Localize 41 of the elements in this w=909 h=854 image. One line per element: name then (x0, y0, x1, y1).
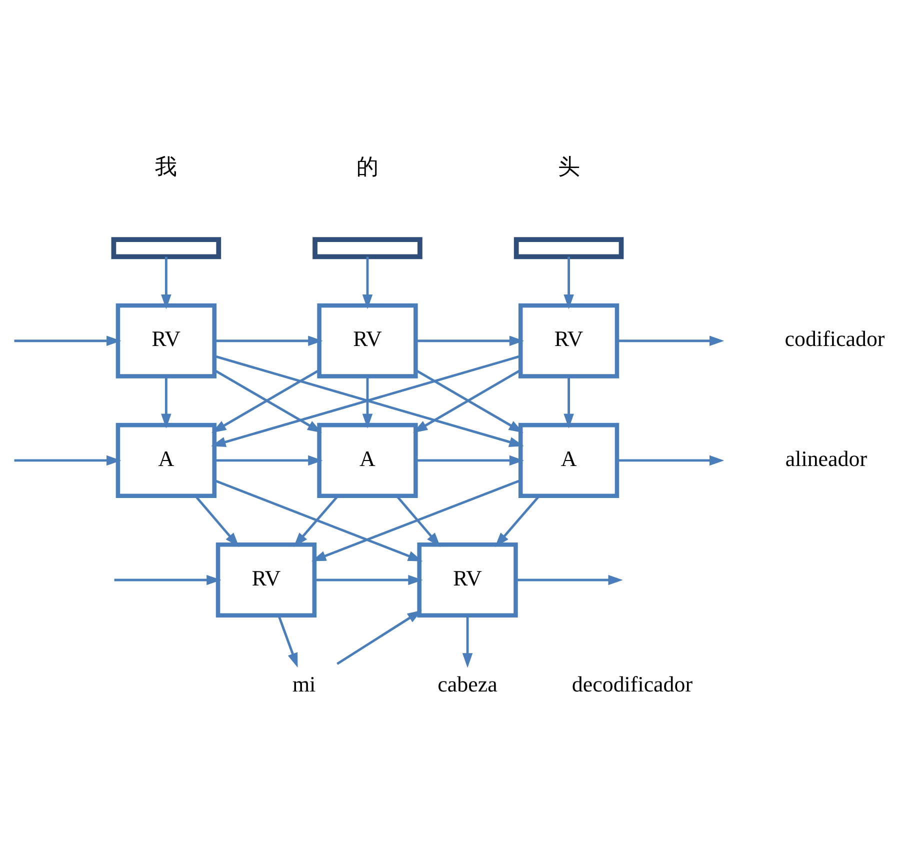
node-label: 我 (155, 154, 178, 179)
node-label: 头 (558, 154, 580, 179)
arrow (362, 376, 373, 428)
arrow (114, 574, 222, 585)
arrow (416, 454, 524, 466)
label: codificador (784, 326, 885, 351)
arrow (462, 615, 473, 668)
label: alineador (785, 445, 868, 470)
arrow (14, 335, 122, 346)
arrow (161, 376, 172, 428)
arrow (336, 610, 422, 664)
arrow (362, 256, 373, 309)
node-box: A (317, 422, 418, 498)
node-box: A (116, 422, 216, 498)
node-text: mi (292, 671, 316, 696)
arrow (416, 335, 524, 346)
node-box: RV (216, 542, 317, 618)
node-box: RV (417, 542, 518, 618)
node-bar (111, 236, 222, 259)
arrow (617, 454, 724, 466)
arrow (14, 454, 122, 466)
arrow (278, 614, 298, 668)
arrow (617, 335, 724, 346)
node-text: cabeza (438, 671, 498, 696)
node-box: RV (317, 302, 418, 378)
arrow (311, 478, 521, 561)
node-box: A (518, 422, 620, 498)
node-bar (514, 236, 624, 259)
node-box: RV (518, 302, 620, 378)
node-bar (312, 236, 422, 259)
arrow (214, 335, 323, 346)
node-box: RV (116, 302, 216, 378)
node-label: 的 (356, 154, 378, 179)
arrow (214, 454, 323, 466)
arrow (314, 574, 423, 585)
arrow (564, 256, 574, 309)
arrow (564, 376, 574, 428)
label: decodificador (572, 671, 693, 696)
arrow (516, 574, 623, 585)
arrow (161, 256, 172, 309)
arrow (214, 478, 423, 561)
